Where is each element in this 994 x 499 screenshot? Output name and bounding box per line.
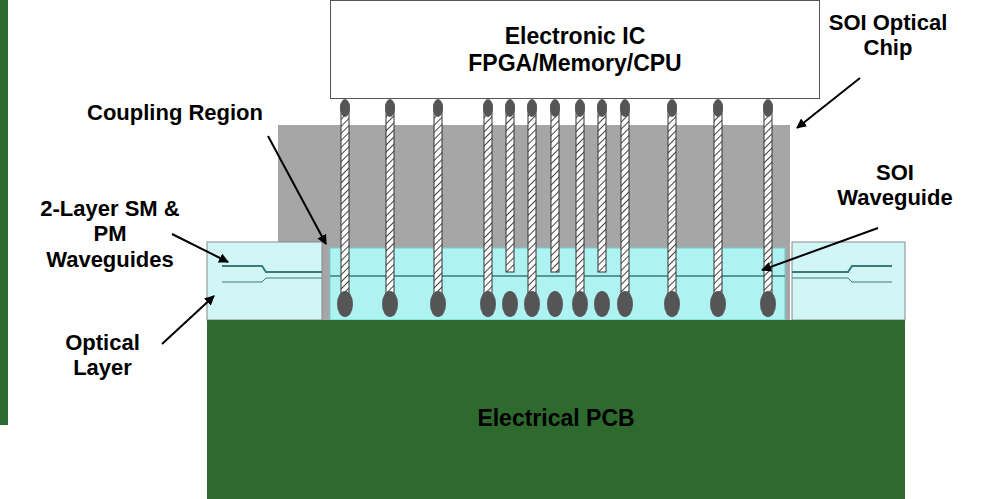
pcb-board: Electrical PCB (207, 320, 905, 499)
solder-bump (480, 291, 496, 317)
solder-bump (505, 99, 515, 117)
polymer-waveguide (222, 266, 322, 272)
part-label: Optical Layer (45, 330, 160, 381)
solder-bump (385, 99, 395, 117)
solder-bump (572, 291, 588, 317)
via (668, 104, 676, 298)
via (528, 104, 536, 298)
via (434, 104, 442, 298)
part-label: SOI Waveguide (820, 160, 970, 211)
via (576, 104, 584, 298)
via (386, 104, 394, 298)
solder-bump (382, 291, 398, 317)
via (598, 104, 606, 272)
solder-bump (337, 291, 353, 317)
solder-bump (547, 291, 563, 317)
via (551, 104, 559, 272)
via (714, 104, 722, 298)
node-text: Electronic IC FPGA/Memory/CPU (460, 23, 690, 76)
via (621, 104, 629, 298)
part-label: SOI Optical Chip (808, 10, 968, 61)
solder-bump (483, 99, 493, 117)
optical-layer-left (207, 242, 322, 320)
via (341, 104, 349, 298)
leader-line (762, 228, 878, 270)
solder-bump (433, 99, 443, 117)
solder-bump (524, 291, 540, 317)
solder-bump (527, 99, 537, 117)
leader-line (268, 136, 326, 244)
solder-bump (594, 291, 610, 317)
leader-line (172, 234, 228, 262)
node-text: Electrical PCB (477, 405, 634, 431)
solder-bump (760, 291, 776, 317)
solder-bump (575, 99, 585, 117)
solder-bump (430, 291, 446, 317)
via (506, 104, 514, 272)
solder-bump (617, 291, 633, 317)
polymer-waveguide (792, 278, 892, 282)
via (484, 104, 492, 298)
solder-bump (710, 291, 726, 317)
solder-bump (550, 99, 560, 117)
polymer-waveguide (222, 278, 322, 282)
solder-bump (620, 99, 630, 117)
solder-bump (340, 99, 350, 117)
solder-bump (667, 99, 677, 117)
solder-bump (763, 99, 773, 117)
solder-bump (502, 291, 518, 317)
slide-border (0, 0, 8, 425)
solder-bump (713, 99, 723, 117)
solder-bump (597, 99, 607, 117)
ic-box: Electronic IC FPGA/Memory/CPU (330, 0, 820, 99)
part-label: 2-Layer SM & PM Waveguides (40, 196, 180, 272)
solder-bump (664, 291, 680, 317)
polymer-waveguide (792, 266, 892, 272)
part-label: Coupling Region (55, 100, 295, 125)
